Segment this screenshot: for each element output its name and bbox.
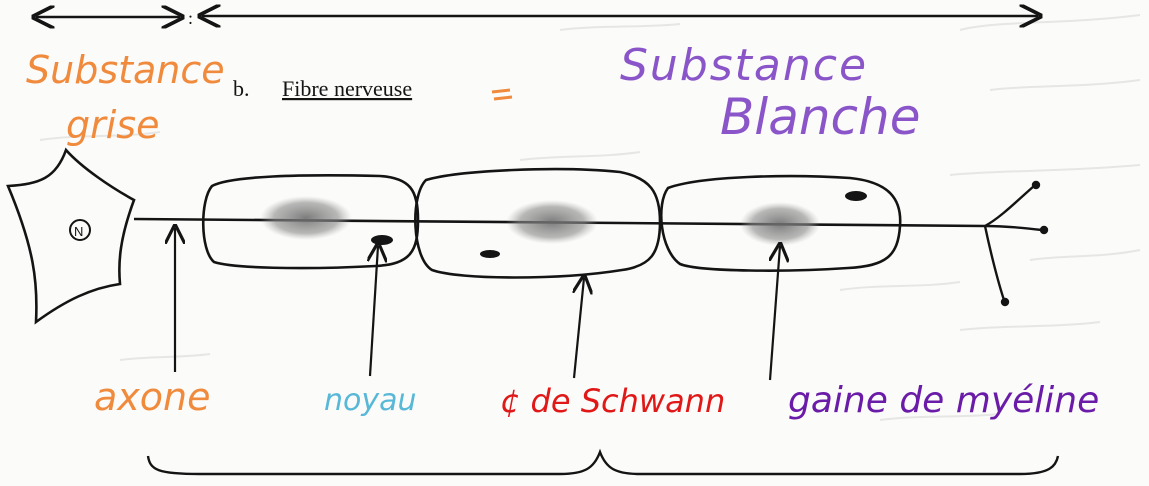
schwann-cell-label: ¢ de Schwann [500,382,725,420]
axon-label: axone [94,375,211,419]
myelin-sheath-label: gaine de myéline [788,380,1099,421]
white-matter-label-line2: Blanche [720,88,920,146]
myelin-pointer-arrow [768,246,780,381]
axon-terminals [983,180,1049,307]
grey-matter-label-line2: grise [66,103,159,147]
schwann-nucleus-3 [845,191,867,201]
section-letter: b. [233,76,250,101]
schwann-cell-3 [659,174,902,272]
equals-mark [491,88,513,101]
cell-body: N [6,147,136,325]
section-title: Fibre nerveuse [282,76,412,101]
schwann-nucleus-2 [480,250,500,258]
schwann-cell-2 [414,167,662,279]
nucleus-label: noyau [324,383,417,418]
schwann-pointer-arrow [574,278,584,379]
separator-colon: : [188,8,193,28]
shading-1 [260,196,352,240]
white-matter-label-line1: Substance [620,40,868,91]
schwann-nucleus-1 [371,235,393,245]
shading-3 [740,202,820,246]
pointer-arrows [175,228,780,381]
cell-body-nucleus-icon: N [69,219,91,241]
background-bleed-through [39,14,1141,421]
schwann-cell-1 [201,174,420,270]
fibre-brace [146,448,1060,476]
svg-text:N: N [74,224,83,239]
shading-2 [506,200,598,244]
grey-matter-label-line1: Substance [26,48,225,92]
nucleus-pointer-arrow [370,246,378,377]
